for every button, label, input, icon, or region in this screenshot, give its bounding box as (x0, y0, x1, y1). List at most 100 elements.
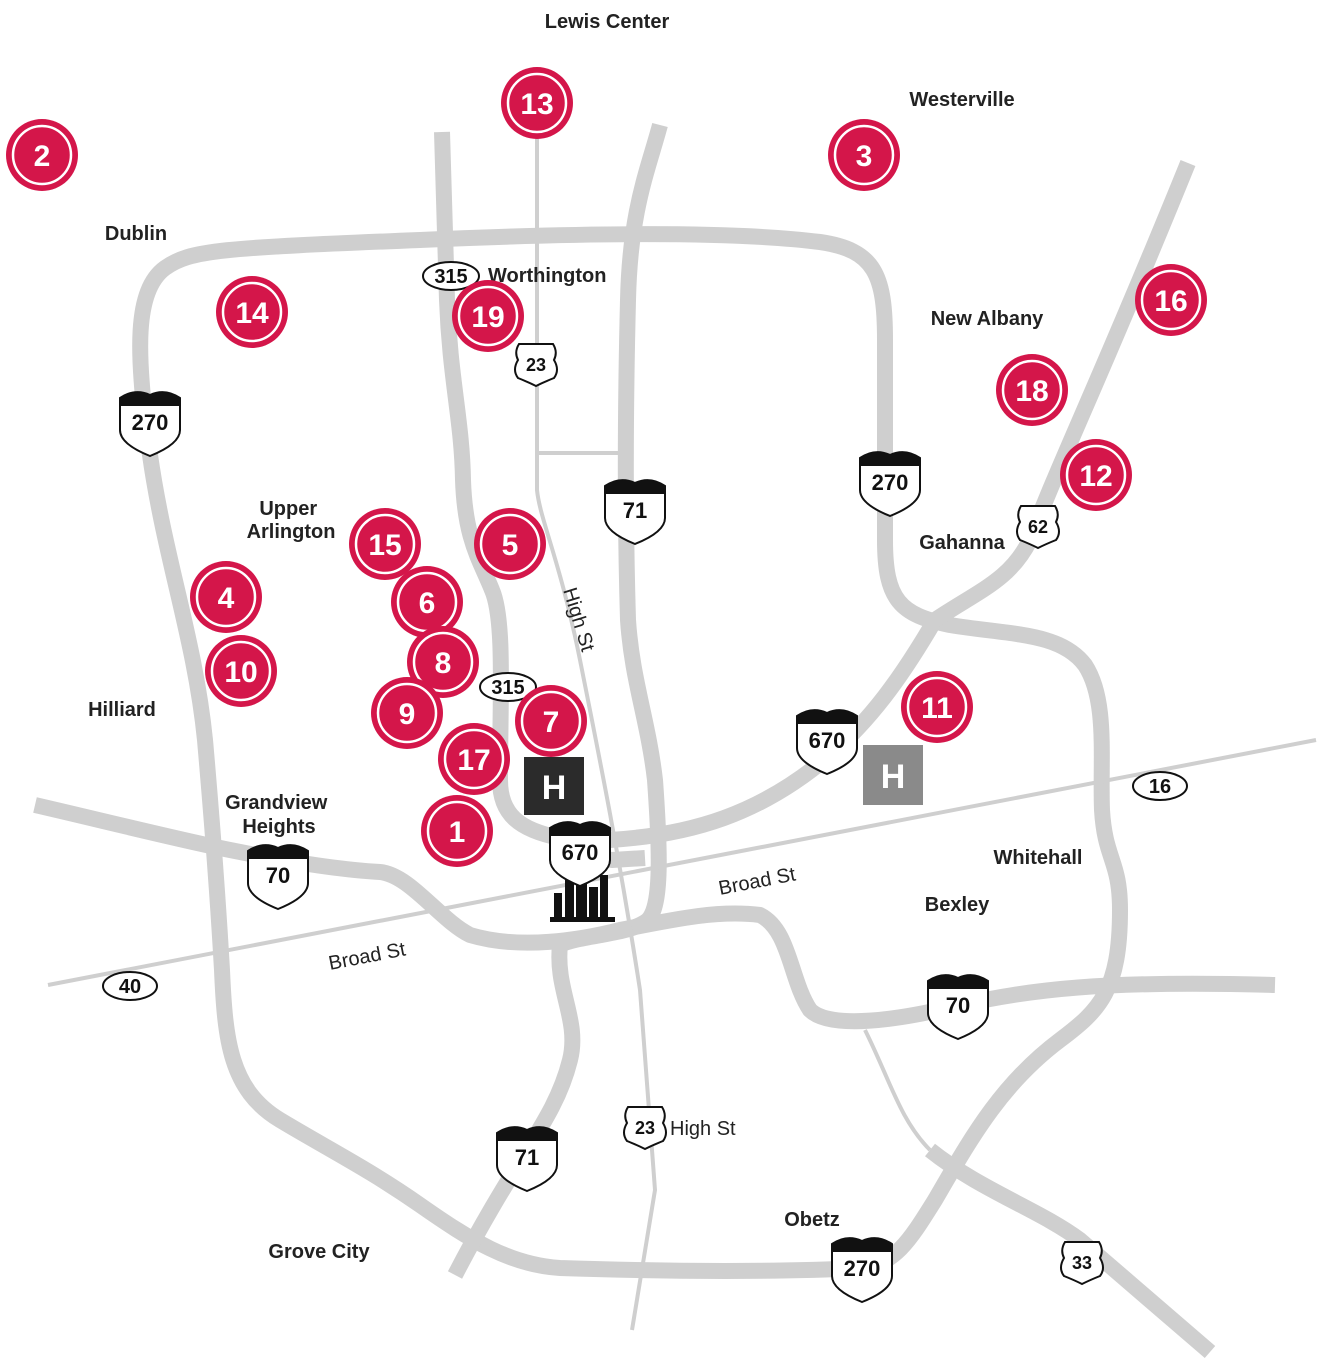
marker-number: 9 (399, 698, 416, 731)
marker-ring (833, 124, 895, 186)
location-marker-4[interactable]: 4 (190, 561, 262, 633)
place-label-line: Arlington (247, 521, 336, 543)
marker-ring (1065, 444, 1127, 506)
location-marker-13[interactable]: 13 (501, 67, 573, 139)
location-marker-17[interactable]: 17 (438, 723, 510, 795)
location-marker-5[interactable]: 5 (474, 508, 546, 580)
us-route-shield-us23-north: 23 (514, 343, 558, 388)
marker-circle (407, 626, 479, 698)
location-marker-9[interactable]: 9 (371, 677, 443, 749)
street-label-broad-st-east: Broad St (717, 863, 798, 900)
marker-ring (195, 566, 257, 628)
shield-number: 62 (1028, 517, 1048, 537)
location-marker-7[interactable]: 7 (515, 685, 587, 757)
street-label-high-st-north: High St (558, 585, 598, 655)
location-marker-11[interactable]: 11 (901, 671, 973, 743)
shield-band (832, 1238, 892, 1252)
interstate-shield-i71-south: 71 (496, 1126, 558, 1193)
hospital-downtown[interactable]: H (524, 757, 584, 815)
interstate-shield-i270-west: 270 (119, 391, 181, 458)
place-label-dublin: Dublin (105, 223, 167, 245)
shield-number: 315 (434, 266, 467, 288)
shield-band (550, 822, 610, 836)
marker-number: 12 (1079, 460, 1112, 493)
road-us33-spur (863, 1029, 932, 1152)
marker-circle (205, 635, 277, 707)
marker-number: 8 (435, 647, 452, 680)
marker-ring (376, 682, 438, 744)
hospital-east[interactable]: H (863, 745, 923, 805)
interstate-shield-i270-east: 270 (859, 451, 921, 518)
road-us33 (925, 1143, 1216, 1359)
shield-number: 315 (491, 677, 524, 699)
street-label-broad-st-west: Broad St (327, 938, 408, 975)
marker-circle (474, 508, 546, 580)
road-i71 (447, 122, 668, 1279)
place-label-upper-arlington: Upper Arlington (247, 498, 336, 543)
interstate-shield-i270-south: 270 (831, 1237, 893, 1304)
shield-number: 270 (844, 1256, 881, 1281)
state-route-shield-sr315-south: 315 (479, 672, 537, 702)
hospital-label: H (881, 758, 906, 796)
marker-ring (443, 728, 505, 790)
location-marker-1[interactable]: 1 (421, 795, 493, 867)
shield-number: 670 (809, 728, 846, 753)
marker-circle (515, 685, 587, 757)
marker-number: 14 (235, 297, 269, 330)
location-marker-10[interactable]: 10 (205, 635, 277, 707)
shield-number: 23 (635, 1118, 655, 1138)
marker-ring (1140, 269, 1202, 331)
marker-number: 19 (471, 301, 504, 334)
road-high-st (535, 120, 658, 1331)
interstate-shield-i670-center: 670 (549, 821, 611, 888)
interstate-shield-i70-east: 70 (927, 974, 989, 1041)
place-label-bexley: Bexley (925, 894, 990, 916)
marker-number: 6 (419, 587, 436, 620)
marker-circle (216, 276, 288, 348)
marker-number: 7 (543, 706, 560, 739)
place-label-grove-city: Grove City (268, 1241, 370, 1263)
location-marker-14[interactable]: 14 (216, 276, 288, 348)
shield-number: 23 (526, 355, 546, 375)
marker-circle (391, 566, 463, 638)
place-label-worthington: Worthington (488, 265, 606, 287)
location-marker-3[interactable]: 3 (828, 119, 900, 191)
location-marker-8[interactable]: 8 (407, 626, 479, 698)
us-route-shield-icon (514, 343, 558, 388)
place-label-line: Heights (242, 816, 315, 838)
us-route-shield-icon (623, 1106, 667, 1151)
location-marker-12[interactable]: 12 (1060, 439, 1132, 511)
road-i270-belt (132, 226, 1128, 1279)
marker-circle (6, 119, 78, 191)
location-marker-18[interactable]: 18 (996, 354, 1068, 426)
place-labels: Lewis Center Westerville Dublin Worthing… (88, 11, 1082, 1263)
shield-number: 70 (266, 863, 290, 888)
location-marker-15[interactable]: 15 (349, 508, 421, 580)
interstate-shield-i70-west: 70 (247, 844, 309, 911)
place-label-lewis-center: Lewis Center (545, 11, 670, 33)
marker-circle (901, 671, 973, 743)
marker-ring (426, 800, 488, 862)
place-label-westerville: Westerville (909, 89, 1014, 111)
marker-circle (1060, 439, 1132, 511)
shield-number: 670 (562, 840, 599, 865)
marker-number: 16 (1154, 285, 1187, 318)
marker-circle (452, 280, 524, 352)
location-marker-19[interactable]: 19 (452, 280, 524, 352)
location-marker-2[interactable]: 2 (6, 119, 78, 191)
shield-band (797, 710, 857, 724)
place-label-whitehall: Whitehall (994, 847, 1083, 869)
shield-band (120, 392, 180, 406)
location-marker-16[interactable]: 16 (1135, 264, 1207, 336)
marker-number: 4 (218, 582, 235, 615)
shield-number: 270 (872, 470, 909, 495)
marker-circle (421, 795, 493, 867)
marker-ring (221, 281, 283, 343)
shield-band (860, 452, 920, 466)
marker-circle (349, 508, 421, 580)
interstate-shield-i670-east: 670 (796, 709, 858, 776)
place-label-new-albany: New Albany (931, 308, 1044, 330)
place-label-obetz: Obetz (784, 1209, 840, 1231)
marker-ring (457, 285, 519, 347)
